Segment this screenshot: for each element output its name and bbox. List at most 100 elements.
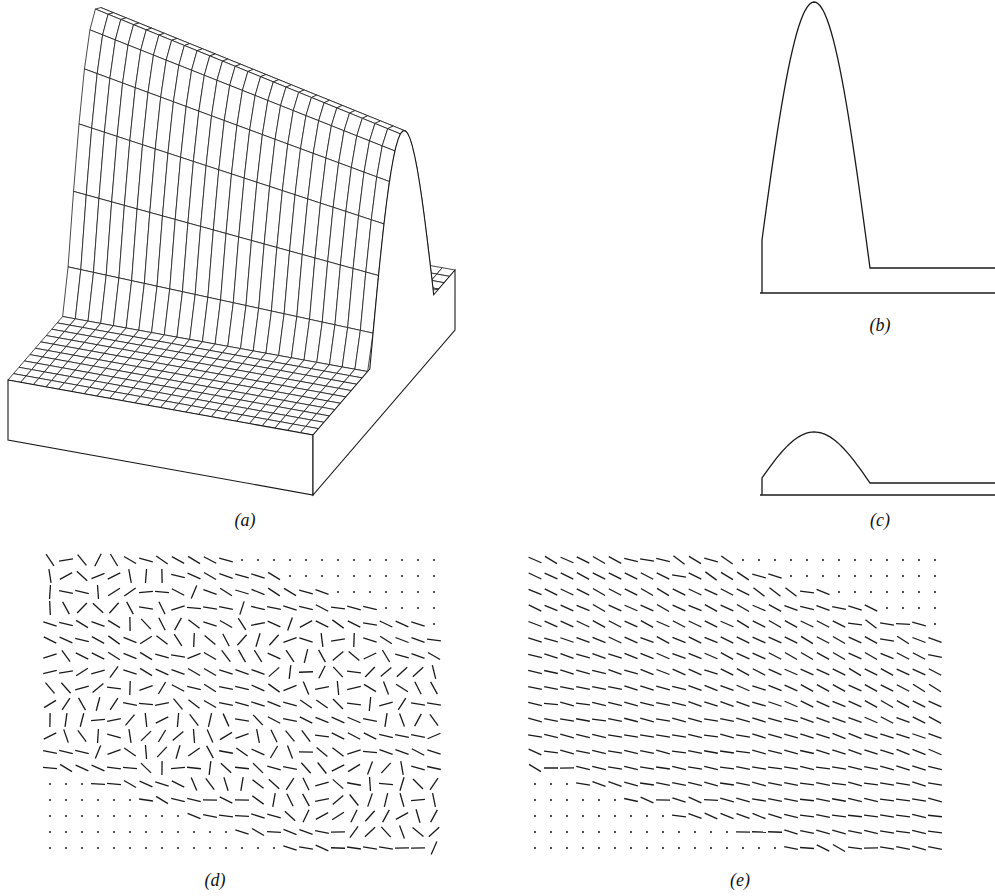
director-dot [305,575,307,577]
director-segment [268,621,281,627]
director-segment [849,685,862,691]
director-segment [929,717,941,724]
director-segment [400,713,405,726]
director-segment [881,701,893,708]
director-segment [337,681,338,695]
director-dot [369,559,371,561]
director-segment [577,589,589,595]
director-segment [203,607,217,609]
director-segment [768,718,781,722]
director-segment [912,734,925,739]
director-dot [822,559,824,561]
director-segment [737,637,750,643]
director-segment [625,589,638,595]
director-segment [656,719,670,721]
director-segment [62,650,70,661]
director-dot [433,607,435,609]
director-dot [225,831,227,833]
director-segment [784,718,798,721]
director-segment [784,830,797,834]
director-segment [705,589,718,595]
director-dot [614,831,616,833]
director-dot [582,815,584,817]
director-segment [625,605,638,611]
director-segment [529,605,542,611]
director-segment [705,637,718,642]
director-dot [566,783,568,785]
director-segment [252,829,264,836]
director-dot [385,591,387,593]
panel-label: (c) [868,510,892,531]
director-segment [577,573,589,580]
director-dot [726,847,728,849]
director-segment [737,669,749,676]
director-segment [188,556,200,563]
director-segment [303,778,309,791]
director-segment [673,669,686,675]
director-segment [817,621,829,627]
director-segment [379,847,393,849]
director-segment [363,638,376,642]
director-segment [848,766,862,769]
director-segment [273,793,275,807]
director-segment [303,794,310,806]
director-dot [934,559,936,561]
director-segment [625,573,638,579]
director-segment [784,734,798,738]
director-segment [897,636,909,644]
director-dot [401,591,403,593]
director-dot [97,831,99,833]
director-segment [267,607,281,610]
director-segment [401,761,403,775]
director-segment [219,751,233,753]
director-segment [107,767,121,769]
director-segment [223,634,230,646]
director-segment [365,667,375,677]
director-dot [886,575,888,577]
director-segment [544,654,557,658]
director-segment [174,634,182,646]
director-segment [283,846,296,850]
director-segment [657,637,669,644]
director-segment [257,729,260,743]
director-segment [800,766,814,769]
director-segment [364,684,376,691]
director-segment [333,699,343,709]
director-segment [91,670,104,674]
director-segment [400,777,404,790]
director-segment [704,702,717,706]
director-segment [161,761,162,775]
director-dot [614,847,616,849]
director-dot [337,591,339,593]
director-segment [673,605,686,611]
director-segment [928,783,942,785]
director-segment [704,766,718,769]
director-dot [918,559,920,561]
director-segment [561,557,574,562]
director-segment [800,734,813,738]
director-segment [576,670,589,674]
director-segment [172,685,184,692]
director-segment [640,767,654,769]
director-segment [254,650,261,662]
director-segment [705,572,716,580]
director-segment [688,814,701,819]
director-dot [646,815,648,817]
director-segment [592,702,606,705]
director-dot [81,815,83,817]
director-dot [886,607,888,609]
director-segment [929,684,941,691]
director-segment [433,793,436,807]
director-segment [576,703,590,705]
director-segment [129,569,132,583]
director-segment [396,684,408,691]
director-segment [705,621,717,627]
director-segment [208,713,211,727]
director-segment [656,558,670,561]
director-segment [656,767,670,769]
director-dot [726,831,728,833]
director-segment [315,687,329,690]
director-segment [912,766,925,770]
director-segment [140,636,152,644]
director-segment [865,717,878,722]
